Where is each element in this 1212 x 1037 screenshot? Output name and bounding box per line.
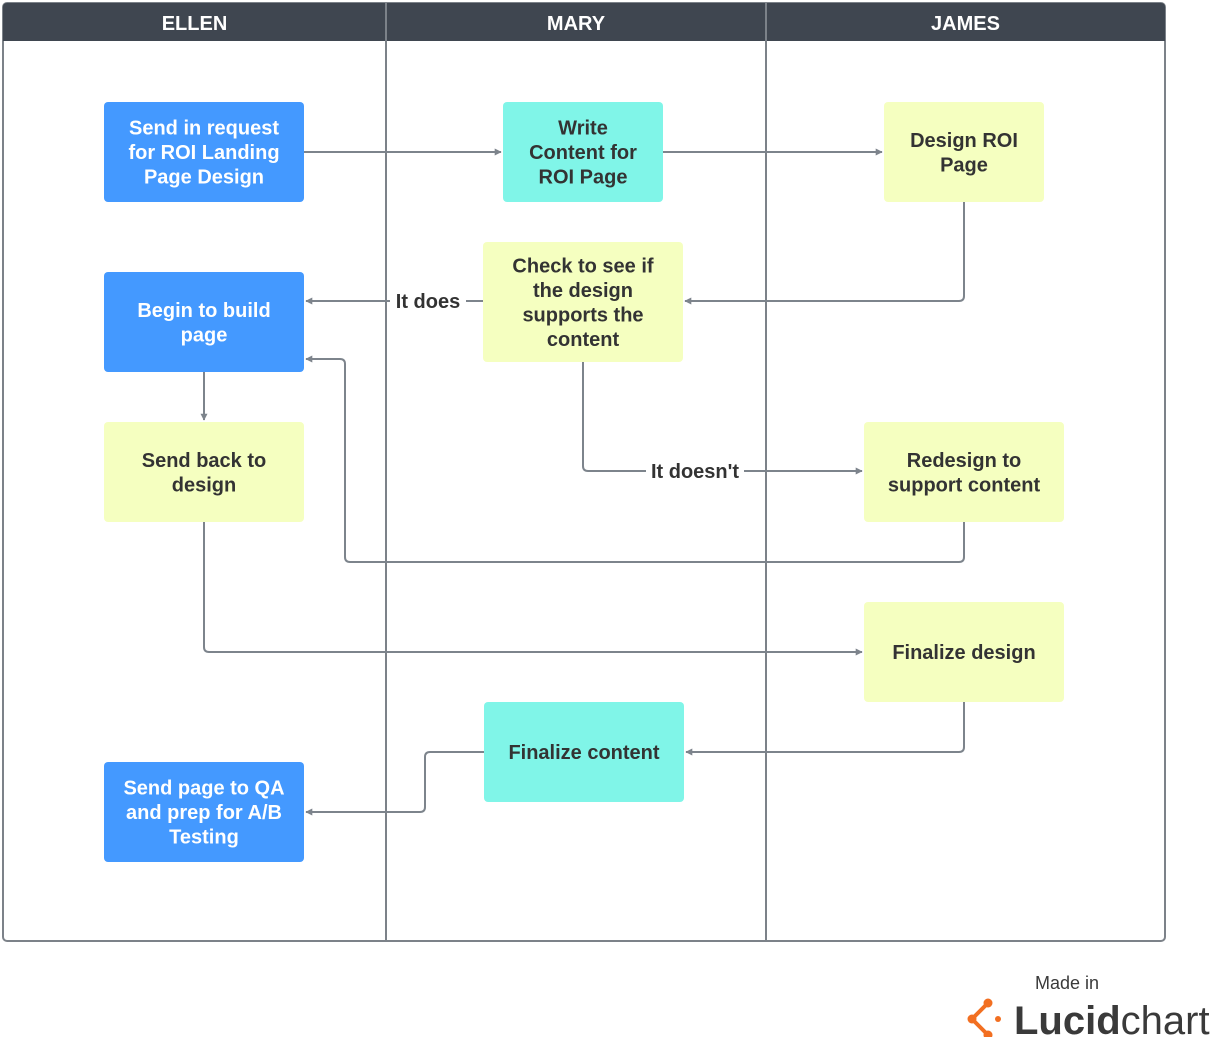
node-label-line: Send page to QA: [123, 778, 284, 800]
node-label-line: Testing: [169, 827, 239, 849]
lane-header-bar: [3, 3, 1165, 41]
node-label-line: Send back to: [142, 450, 266, 472]
node-box: [864, 422, 1064, 522]
lane-title-james: JAMES: [931, 13, 1000, 35]
lucidchart-logo-icon: [967, 998, 1001, 1037]
lucidchart-branding: Made in Lucidchart: [967, 973, 1210, 1037]
node-box: [104, 422, 304, 522]
node-label-line: Content for: [529, 142, 637, 164]
node-label-line: for ROI Landing: [128, 142, 279, 164]
node-label-line: the design: [533, 280, 633, 302]
node-box: [104, 762, 304, 862]
connector-n8-to-n9: [685, 702, 965, 756]
edge-label-e4: It does: [396, 291, 460, 313]
node-label-line: Begin to build: [137, 300, 270, 322]
node-box: [104, 272, 304, 372]
connector-n7-to-n5: [305, 355, 965, 563]
lane-title-mary: MARY: [547, 13, 606, 35]
connector-n9-to-n10: [305, 751, 484, 816]
node-label-line: support content: [888, 474, 1041, 496]
swimlanes: ELLEN MARY JAMES: [2, 2, 1166, 942]
lane-title-ellen: ELLEN: [162, 13, 228, 35]
connector-n3-to-n4: [684, 202, 965, 305]
edge-label-e5: It doesn't: [651, 461, 739, 483]
node-label-line: Check to see if: [512, 255, 654, 277]
node-label-line: Page: [940, 154, 988, 176]
node-label-line: Write: [558, 118, 608, 140]
node-label-line: Design ROI: [910, 130, 1018, 152]
connectors: [200, 148, 965, 816]
node-box: [484, 702, 684, 802]
node-label-line: Send in request: [129, 118, 279, 140]
node-label-line: content: [547, 329, 620, 351]
node-box: [483, 242, 683, 362]
node-label-line: Finalize content: [508, 742, 659, 764]
node-label-line: ROI Page: [539, 167, 628, 189]
node-n9: Finalize content: [484, 702, 684, 802]
node-n8: Finalize design: [864, 602, 1064, 702]
node-label-line: Finalize design: [892, 642, 1035, 664]
node-label-line: Page Design: [144, 167, 264, 189]
edge-label-background: [646, 458, 744, 484]
connector-n4-to-n7: [582, 362, 863, 475]
node-box: [884, 102, 1044, 202]
lucidchart-logo-text: Lucidchart: [1014, 999, 1210, 1037]
node-label-line: supports the: [522, 304, 643, 326]
node-label-line: design: [172, 474, 236, 496]
connector-n6-to-n8: [203, 522, 863, 656]
edge-label-background: [390, 288, 466, 314]
node-box: [864, 602, 1064, 702]
node-box: [503, 102, 663, 202]
node-label-line: Redesign to: [907, 450, 1021, 472]
node-box: [104, 102, 304, 202]
made-in-text: Made in: [1035, 973, 1099, 993]
node-label-line: page: [181, 324, 228, 346]
connector-labels: It does It doesn't: [390, 288, 744, 484]
node-label-line: and prep for A/B: [126, 802, 282, 824]
